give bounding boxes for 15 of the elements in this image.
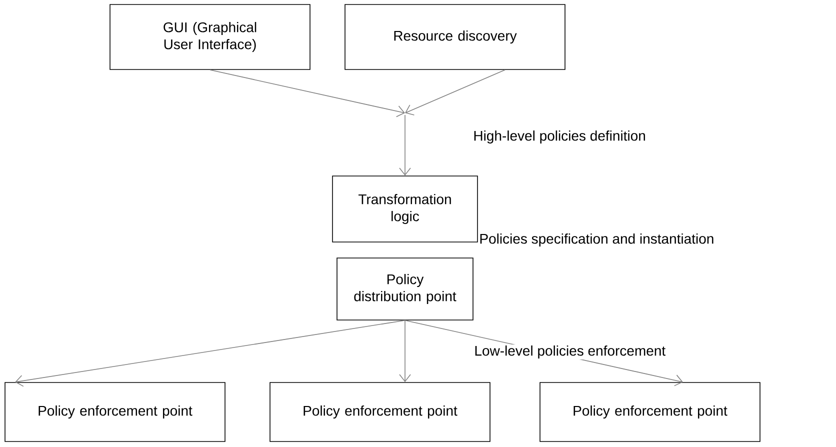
arrow bbox=[405, 70, 506, 116]
arrow bbox=[399, 320, 411, 382]
annotation-text: Low-level policies enforcement bbox=[473, 344, 667, 360]
arrow bbox=[399, 114, 411, 176]
process-box: Policy enforcement point bbox=[4, 382, 226, 442]
process-box: Policy distribution point bbox=[336, 258, 474, 320]
process-box: Resource discovery bbox=[344, 4, 566, 70]
process-box: Transformation logic bbox=[332, 176, 478, 242]
process-box: GUI (Graphical User Interface) bbox=[110, 4, 310, 70]
process-box: Policy enforcement point bbox=[270, 382, 490, 442]
arrow bbox=[210, 70, 405, 118]
arrow bbox=[15, 320, 406, 387]
annotation-text: High-level policies definition bbox=[472, 129, 647, 145]
annotation-text: Policies specification and instantiation bbox=[478, 232, 716, 248]
process-box: Policy enforcement point bbox=[540, 382, 760, 442]
